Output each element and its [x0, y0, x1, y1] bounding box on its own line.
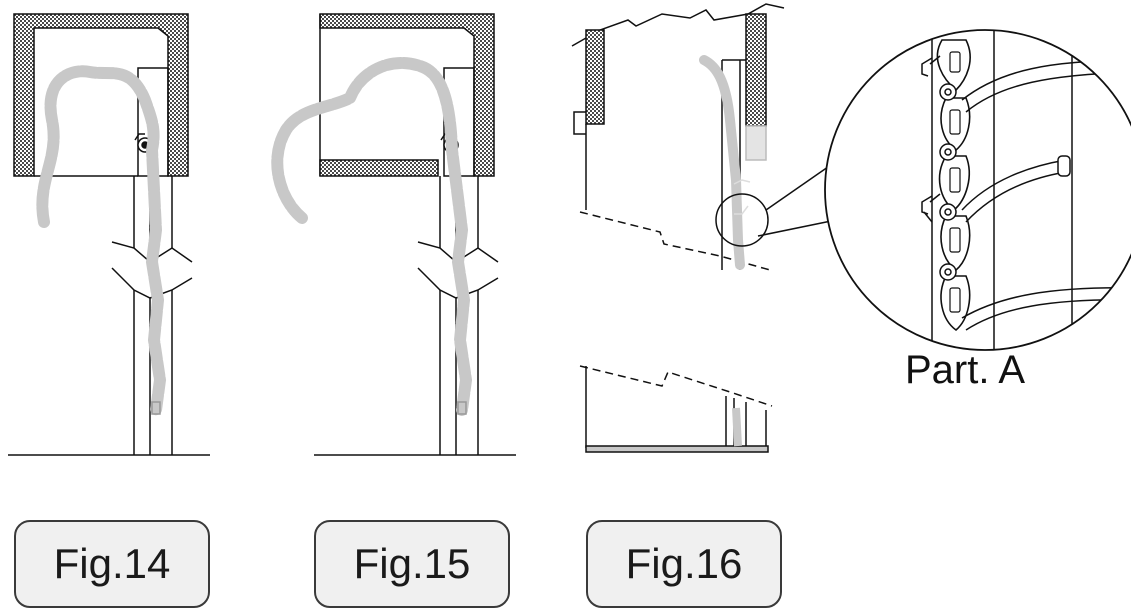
fig14-drawing	[8, 13, 210, 456]
fig14-housing	[13, 13, 189, 177]
fig15-label: Fig.15	[314, 520, 510, 608]
fig16-right-wall	[745, 13, 767, 127]
fig16-left-wall	[585, 29, 605, 125]
part-a-detail	[824, 29, 1131, 351]
fig15-housing-bottom	[319, 159, 439, 177]
fig15-drawing	[271, 13, 516, 456]
part-a-marker	[715, 193, 769, 247]
fig16-label: Fig.16	[586, 520, 782, 608]
fig15-chain	[271, 57, 473, 416]
fig14-chain	[36, 65, 167, 416]
fig14-label: Fig.14	[14, 520, 210, 608]
fig16-chain	[699, 55, 745, 270]
part-a-label: Part. A	[905, 348, 1026, 392]
fig16-drawing	[571, 3, 839, 453]
